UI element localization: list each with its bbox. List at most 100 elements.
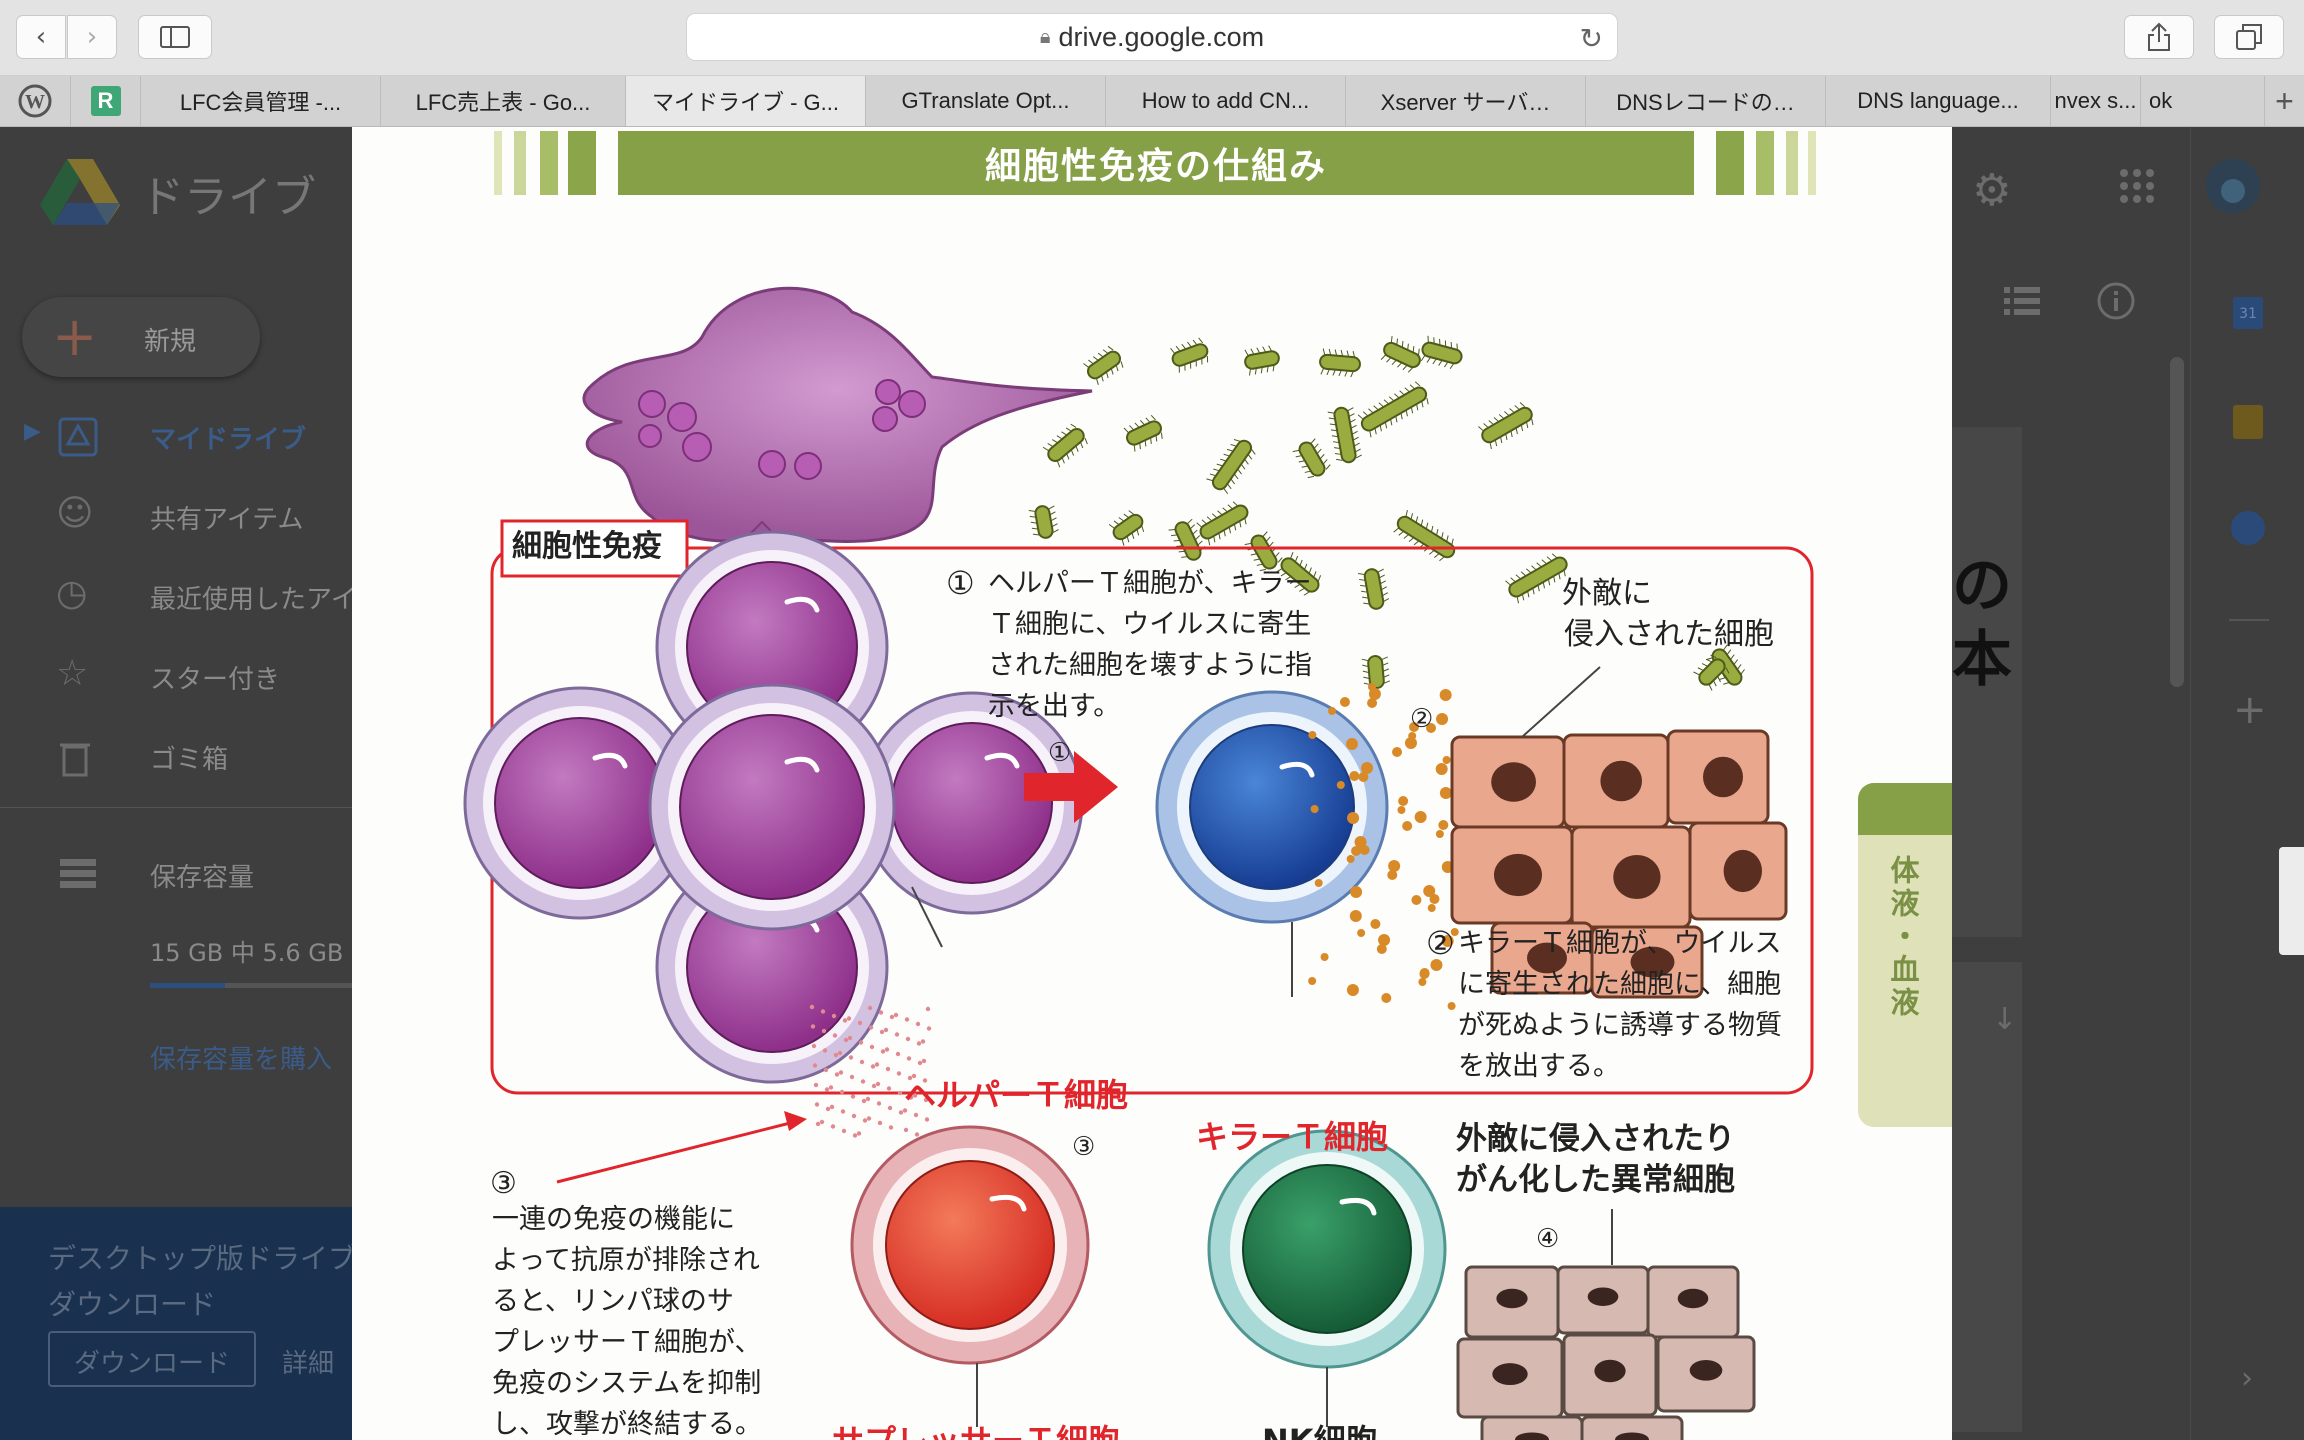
signal-dot [914, 1132, 920, 1137]
signal-dot [847, 1035, 853, 1041]
download-button[interactable]: ダウンロード [48, 1331, 256, 1387]
desktop-promo: デスクトップ版ドライブ ダウンロード ダウンロード 詳細 [0, 1207, 356, 1440]
particle [1427, 904, 1436, 912]
signal-dot [875, 1081, 881, 1087]
chevron-right-icon[interactable]: › [2241, 1361, 2253, 1396]
particle [1439, 689, 1452, 701]
infected-cell [1570, 825, 1692, 929]
plus-icon: + [2275, 82, 2294, 119]
account-avatar[interactable] [2204, 157, 2262, 215]
address-bar[interactable]: 🔒︎ drive.google.com ↻ [686, 13, 1618, 61]
signal-dot [842, 1018, 848, 1023]
sidebar-item-shared[interactable]: ☺ 共有アイテム [0, 487, 352, 547]
keep-icon[interactable] [2233, 405, 2263, 439]
infected-cell [1450, 825, 1574, 925]
particle [1359, 845, 1370, 855]
sidebar-toggle-button[interactable] [138, 15, 212, 59]
infected-cell [1490, 921, 1594, 995]
particle [1409, 722, 1420, 732]
tab-dns-language[interactable]: DNS language... [1825, 76, 2050, 126]
tab-xserver[interactable]: Xserver サーバ… [1345, 76, 1585, 126]
abnormal-cell [1464, 1265, 1560, 1339]
signal-dot [823, 1067, 829, 1073]
infected-cell [1590, 925, 1704, 999]
sidebar-item-label: 共有アイテム [150, 505, 304, 535]
back-button[interactable]: ‹ [16, 15, 66, 59]
particle [1346, 855, 1355, 863]
signal-dot [865, 1096, 871, 1102]
tab-lfc-sales[interactable]: LFC売上表 - Go... [380, 76, 625, 126]
immunity-illustration [463, 286, 1814, 1440]
step3-line: 一連の免疫の機能に [492, 1204, 735, 1235]
infected-cells [1450, 666, 1788, 999]
arrow-label: ① [1048, 738, 1072, 768]
r-pinned-tab[interactable]: R [70, 76, 140, 126]
sidebar-item-storage[interactable]: 保存容量 [0, 845, 352, 905]
sidebar-item-starred[interactable]: ☆ スター付き [0, 647, 352, 707]
browser-toolbar: ‹ › 🔒︎ drive.google.com ↻ [0, 0, 2304, 76]
sidebar-item-trash[interactable]: ゴミ箱 [0, 727, 352, 787]
bacterium [1393, 509, 1456, 562]
scrollbar-thumb[interactable] [2170, 357, 2184, 687]
arrow-down-icon: ↓ [1992, 1002, 2018, 1037]
signal-dot [824, 1087, 830, 1092]
bacterium [1028, 505, 1059, 539]
signal-dot [915, 1021, 921, 1027]
particle [1336, 781, 1345, 789]
share-button[interactable] [2124, 15, 2194, 59]
tab-ok[interactable]: ok [2140, 76, 2264, 126]
calendar-icon[interactable]: 31 [2233, 297, 2263, 329]
info-icon[interactable] [2096, 281, 2136, 321]
wordpress-pinned-tab[interactable]: W [0, 76, 70, 126]
list-view-icon[interactable] [2004, 285, 2040, 317]
bacterium [1327, 406, 1362, 464]
sidebar-item-my-drive[interactable]: ▶ マイドライブ [0, 407, 352, 467]
promo-title: デスクトップ版ドライブ [48, 1242, 357, 1275]
details-link[interactable]: 詳細 [282, 1349, 335, 1379]
signal-dot [857, 1020, 863, 1026]
step1-line: ヘルパーＴ細胞が、キラー [988, 568, 1312, 599]
tasks-icon[interactable] [2231, 511, 2265, 545]
helper-t-cell [860, 691, 1084, 915]
step2-small-marker: ② [1410, 704, 1434, 734]
killer-t-cell-label: キラーＴ細胞 [1196, 1118, 1389, 1156]
tab-overview-button[interactable] [2214, 15, 2284, 59]
signal-dot [841, 1128, 847, 1134]
title-banner: 細胞性免疫の仕組み [494, 131, 1818, 195]
apps-grid-icon[interactable] [2118, 167, 2156, 205]
step1-line: 示を出す。 [988, 691, 1121, 722]
step3-line: ると、リンパ球のサ [492, 1286, 734, 1317]
buy-storage-link[interactable]: 保存容量を購入 [150, 1045, 333, 1075]
bg-text: 本 [1952, 625, 2012, 695]
abnormal-cell [1646, 1265, 1740, 1339]
signal-dot [869, 1044, 875, 1050]
signal-dot [920, 1039, 926, 1044]
step3-marker: ③ [490, 1166, 517, 1201]
invaded-cell-label: 侵入された細胞 [1564, 617, 1774, 652]
signal-dot [838, 1070, 844, 1075]
new-tab-button[interactable]: + [2264, 76, 2304, 126]
tab-label: DNSレコードの… [1616, 90, 1795, 115]
image-viewer: 細胞性免疫の仕組み [352, 127, 1952, 1440]
signal-dot [812, 1063, 818, 1068]
reload-icon[interactable]: ↻ [1579, 23, 1603, 54]
sidebar-item-recent[interactable]: ◷ 最近使用したアイ [0, 567, 357, 627]
tab-my-drive[interactable]: マイドライブ - G... [625, 76, 865, 126]
particle [1402, 821, 1413, 831]
tab-how-to-add[interactable]: How to add CN... [1105, 76, 1345, 126]
settings-gear-icon[interactable]: ⚙ [1972, 165, 2012, 216]
tab-dns-record[interactable]: DNSレコードの… [1585, 76, 1825, 126]
signal-dot [840, 1109, 846, 1114]
tab-lfc-members[interactable]: LFC会員管理 -... [140, 76, 380, 126]
r-favicon-icon: R [90, 86, 121, 116]
forward-button[interactable]: › [67, 15, 117, 59]
step2-line: が死ぬように誘導する物質 [1458, 1010, 1782, 1041]
signal-dot [874, 1062, 880, 1067]
step4-marker: ④ [1536, 1224, 1560, 1254]
tab-nvex[interactable]: nvex s... [2050, 76, 2140, 126]
add-addon-icon[interactable]: + [2233, 687, 2267, 733]
panel-scroll-handle[interactable] [2279, 847, 2304, 955]
tab-gtranslate[interactable]: GTranslate Opt... [865, 76, 1105, 126]
tab-label: DNS language... [1857, 88, 2019, 113]
new-button[interactable]: + 新規 [22, 297, 260, 377]
